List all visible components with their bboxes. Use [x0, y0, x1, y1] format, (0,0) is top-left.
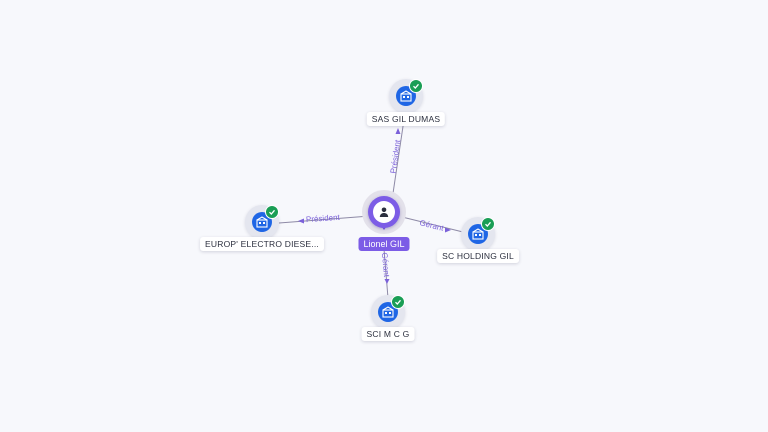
person-node[interactable] — [362, 190, 406, 240]
edge-arrow-sc-holding-gil — [445, 227, 451, 233]
edge-line-sc-holding-gil — [397, 215, 464, 233]
edge-line-europ-electro — [278, 215, 371, 224]
edge-line-sci-mcg — [383, 248, 389, 299]
company-label-europ-electro[interactable]: EUROP' ELECTRO DIESE... — [200, 237, 324, 251]
company-node-sci-mcg[interactable] — [371, 295, 405, 329]
edge-line-sas-gil-dumas — [391, 112, 406, 201]
company-label-sas-gil-dumas[interactable]: SAS GIL DUMAS — [366, 112, 446, 126]
person-pin — [368, 196, 400, 228]
company-node-sas-gil-dumas[interactable] — [389, 79, 423, 113]
company-label-sc-holding-gil[interactable]: SC HOLDING GIL — [437, 249, 519, 263]
edge-arrow-europ-electro — [298, 218, 304, 224]
verified-check-icon — [265, 205, 279, 219]
edge-label-europ-electro: Président — [306, 213, 341, 224]
company-node-europ-electro[interactable] — [245, 205, 279, 239]
verified-check-icon — [391, 295, 405, 309]
verified-check-icon — [409, 79, 423, 93]
company-node-sc-holding-gil[interactable] — [461, 217, 495, 251]
edge-arrow-sas-gil-dumas — [395, 128, 401, 134]
company-label-sci-mcg[interactable]: SCI M C G — [361, 327, 415, 341]
edge-label-sas-gil-dumas: Président — [389, 139, 403, 174]
person-name-label[interactable]: Lionel GIL — [358, 237, 410, 251]
edge-label-sc-holding-gil: Gérant — [419, 218, 446, 233]
edge-arrow-sci-mcg — [384, 279, 390, 284]
person-icon — [373, 201, 395, 223]
verified-check-icon — [481, 217, 495, 231]
edge-label-sci-mcg: Gérant — [380, 252, 391, 278]
